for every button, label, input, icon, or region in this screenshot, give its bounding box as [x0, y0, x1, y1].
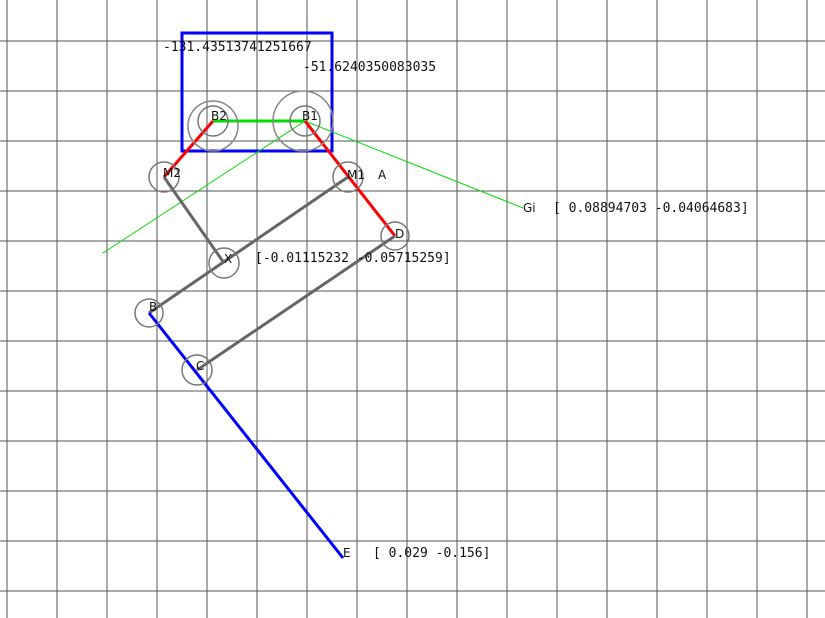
readout-x: [-0.01115232 -0.05715259] — [255, 251, 451, 266]
readout-value-1: -131.43513741251667 — [163, 40, 312, 55]
link-d-c — [196, 234, 396, 372]
base-frame — [180, 31, 334, 153]
output-link-b-e — [147, 312, 345, 559]
label-m2: M2 — [163, 166, 181, 180]
green-guide-line — [102, 120, 306, 254]
link-m1-b — [148, 175, 349, 315]
readout-e: [ 0.029 -0.156] — [373, 546, 490, 561]
joint-b2-ring — [197, 105, 229, 137]
joint-b-ring — [134, 298, 164, 328]
crank-b2-m2 — [162, 120, 215, 178]
joint-b1-outer-ring — [272, 90, 334, 152]
joint-x-ring — [208, 247, 240, 279]
label-b: B — [149, 300, 157, 314]
joint-b1-ring — [289, 105, 321, 137]
label-d: D — [395, 227, 404, 241]
label-x: X — [224, 252, 232, 266]
joint-d-ring — [380, 221, 410, 251]
readout-value-2: -51.6240350083035 — [303, 60, 436, 75]
label-c: C — [196, 359, 204, 373]
label-b1: B1 — [302, 109, 318, 123]
joint-m1-ring — [332, 161, 364, 193]
label-a: A — [378, 168, 387, 182]
joint-b2-outer-ring — [187, 100, 239, 152]
crank-b1-d — [303, 120, 397, 237]
label-e: E — [343, 546, 351, 560]
joint-c-ring — [181, 354, 213, 386]
label-m1: M1 — [347, 168, 365, 182]
label-b2: B2 — [211, 109, 227, 123]
readout-gi: [ 0.08894703 -0.04064683] — [553, 201, 749, 216]
label-gi: Gi — [523, 201, 536, 215]
joint-m2-ring — [148, 161, 180, 193]
green-line-to-gi — [304, 120, 524, 209]
link-m2-x — [162, 176, 226, 264]
